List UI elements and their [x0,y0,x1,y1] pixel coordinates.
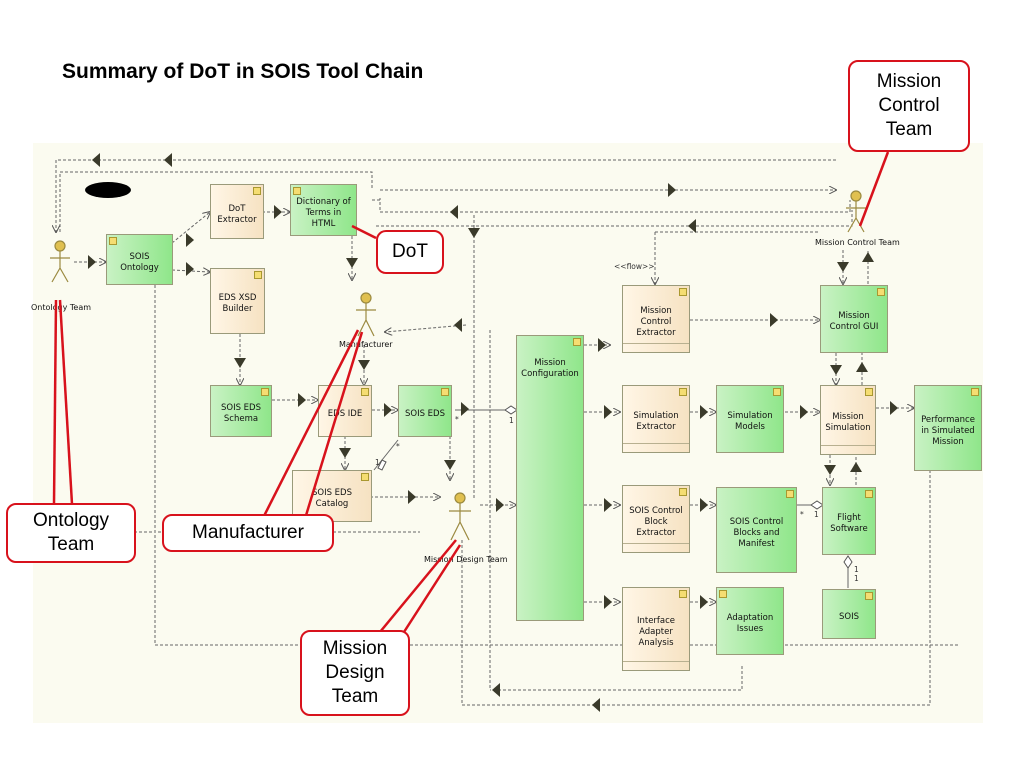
page-title: Summary of DoT in SOIS Tool Chain [62,60,424,83]
actor-label-ontology-team: Ontology Team [31,303,92,312]
node-adaptation-issues[interactable]: Adaptation Issues [716,587,784,655]
component-icon [573,338,581,346]
node-label: EDS IDE [327,408,363,419]
component-icon [719,590,727,598]
node-label: SOIS [839,611,859,622]
node-performance-in-simulated-mission[interactable]: Performance in Simulated Mission [914,385,982,471]
node-interface-adapter-analysis[interactable]: Interface Adapter Analysis [622,587,690,671]
node-sois-ontology[interactable]: SOIS Ontology [106,234,173,285]
node-dot-extractor[interactable]: DoT Extractor [210,184,264,239]
node-label: Mission Configuration [521,358,579,379]
multiplicity-star: * [800,510,804,519]
component-icon [679,288,687,296]
component-icon [253,187,261,195]
node-mission-control-gui[interactable]: Mission Control GUI [820,285,888,353]
node-sois-control-blocks[interactable]: SOIS Control Blocks and Manifest [716,487,797,573]
node-simulation-models[interactable]: Simulation Models [716,385,784,453]
component-icon [786,490,794,498]
node-label: Mission Simulation [825,412,871,433]
component-icon [865,592,873,600]
multiplicity-one: 1 [854,574,859,583]
node-label: DoT Extractor [217,203,257,225]
node-label: SOIS Control Block Extractor [629,505,683,538]
node-label: Flight Software [830,513,868,534]
node-sois-eds-schema[interactable]: SOIS EDS Schema [210,385,272,437]
multiplicity-one: 1 [509,416,514,425]
actor-label-mission-control-team: Mission Control Team [815,238,900,247]
actor-label-mission-design-team: Mission Design Team [424,555,508,564]
node-label: Simulation Models [727,411,773,432]
node-label: Simulation Extractor [633,411,679,432]
component-icon [773,388,781,396]
component-icon [679,488,687,496]
component-icon [971,388,979,396]
callout-dot: DoT [376,230,444,274]
component-icon [865,388,873,396]
multiplicity-one: 1 [814,510,819,519]
flow-stereotype-label: <<flow>> [614,262,655,271]
multiplicity-star: * [396,442,400,451]
component-icon [877,288,885,296]
component-icon [254,271,262,279]
node-simulation-extractor[interactable]: Simulation Extractor [622,385,690,453]
node-dictionary-of-terms[interactable]: Dictionary of Terms in HTML [290,184,357,236]
callout-ontology-team: Ontology Team [6,503,136,563]
actor-label-manufacturer: Manufacturer [339,340,393,349]
node-label: Performance in Simulated Mission [921,414,975,447]
multiplicity-one: 1 [375,458,380,467]
node-mission-simulation[interactable]: Mission Simulation [820,385,876,455]
node-label: EDS XSD Builder [218,293,257,314]
component-icon [293,187,301,195]
multiplicity-one: 1 [854,565,859,574]
node-label: Interface Adapter Analysis [636,615,676,648]
callout-manufacturer: Manufacturer [162,514,334,552]
node-mission-control-extractor[interactable]: Mission Control Extractor [622,285,690,353]
component-icon [679,590,687,598]
node-sois-eds[interactable]: SOIS EDS [398,385,452,437]
component-icon [865,490,873,498]
node-flight-software[interactable]: Flight Software [822,487,876,555]
node-sois-control-block-extractor[interactable]: SOIS Control Block Extractor [622,485,690,553]
component-icon [441,388,449,396]
node-label: SOIS EDS Schema [220,403,261,424]
node-label: SOIS EDS Catalog [311,488,352,509]
component-icon [361,388,369,396]
component-icon [679,388,687,396]
component-icon [261,388,269,396]
node-label: Dictionary of Terms in HTML [296,196,351,229]
node-eds-ide[interactable]: EDS IDE [318,385,372,437]
node-label: SOIS EDS [404,408,445,419]
node-mission-configuration[interactable]: Mission Configuration [516,335,584,621]
node-sois[interactable]: SOIS [822,589,876,639]
callout-mission-control-team: Mission Control Team [848,60,970,152]
node-eds-xsd-builder[interactable]: EDS XSD Builder [210,268,265,334]
callout-mission-design-team: Mission Design Team [300,630,410,716]
component-icon [361,473,369,481]
component-icon [109,237,117,245]
node-label: Adaptation Issues [726,613,774,634]
node-label: Mission Control Extractor [636,305,676,338]
node-label: SOIS Control Blocks and Manifest [729,516,784,549]
node-label: SOIS Ontology [120,251,159,273]
multiplicity-star: * [455,415,459,424]
node-label: Mission Control GUI [829,311,879,332]
